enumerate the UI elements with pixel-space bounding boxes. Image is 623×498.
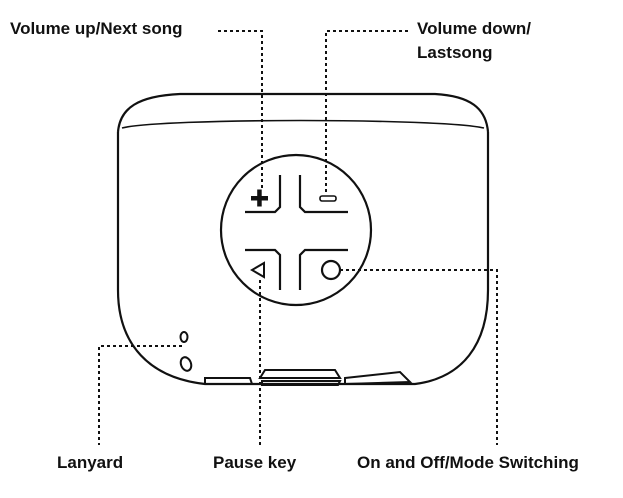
lanyard-hole	[179, 331, 193, 372]
leader-volume-up	[218, 30, 263, 190]
control-button-cluster	[219, 153, 373, 307]
quadrant-top-right	[298, 175, 348, 214]
volume-down-label-line2: Lastsong	[417, 43, 493, 62]
lanyard-label: Lanyard	[57, 453, 124, 472]
speaker-body	[116, 92, 490, 386]
leader-lines	[98, 30, 498, 445]
pause-key-label: Pause key	[213, 453, 297, 472]
leader-on-off	[340, 269, 498, 445]
plus-icon[interactable]	[251, 189, 268, 207]
minus-icon[interactable]	[319, 195, 337, 202]
quadrant-top-left	[245, 175, 282, 214]
on-off-label: On and Off/Mode Switching	[357, 453, 579, 472]
volume-down-label-line1: Volume down/	[417, 19, 531, 38]
play-triangle-icon[interactable]	[250, 261, 265, 279]
volume-up-label: Volume up/Next song	[10, 19, 183, 38]
control-ring	[219, 153, 373, 307]
bottom-vents	[204, 369, 413, 386]
circle-icon[interactable]	[320, 259, 342, 281]
quadrant-bottom-left	[245, 248, 282, 290]
leader-lanyard	[98, 345, 182, 445]
quadrant-bottom-right	[298, 248, 348, 290]
